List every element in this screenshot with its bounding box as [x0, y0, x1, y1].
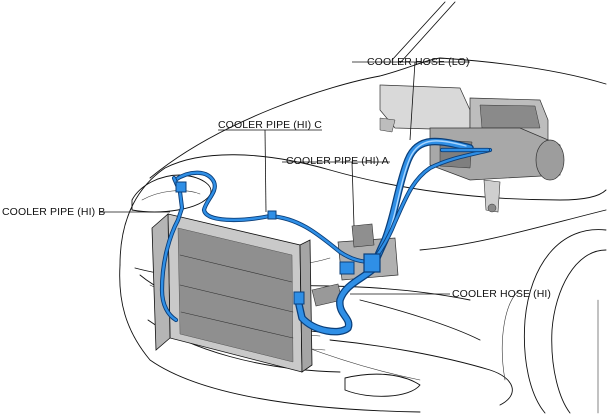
condenser	[151, 213, 313, 373]
label-cooler-pipe-hi-c: COOLER PIPE (HI) C	[218, 119, 322, 131]
label-cooler-pipe-hi-b: COOLER PIPE (HI) B	[2, 206, 106, 218]
cooler-hose-hi	[293, 266, 376, 336]
cooler-pipe-hi-c	[172, 170, 375, 265]
hvac-unit	[379, 84, 565, 213]
vehicle-body-outline	[119, 1, 607, 414]
pipe-junction-block	[339, 253, 381, 275]
label-cooler-hose-lo: COOLER HOSE (LO)	[367, 56, 470, 68]
leader-lines	[100, 61, 470, 295]
cooler-pipe-hi-b	[159, 175, 187, 323]
cooler-pipe-hi-a	[369, 147, 493, 265]
label-cooler-pipe-hi-a: COOLER PIPE (HI) A	[286, 155, 389, 167]
label-cooler-hose-hi: COOLER HOSE (HI)	[452, 288, 552, 300]
